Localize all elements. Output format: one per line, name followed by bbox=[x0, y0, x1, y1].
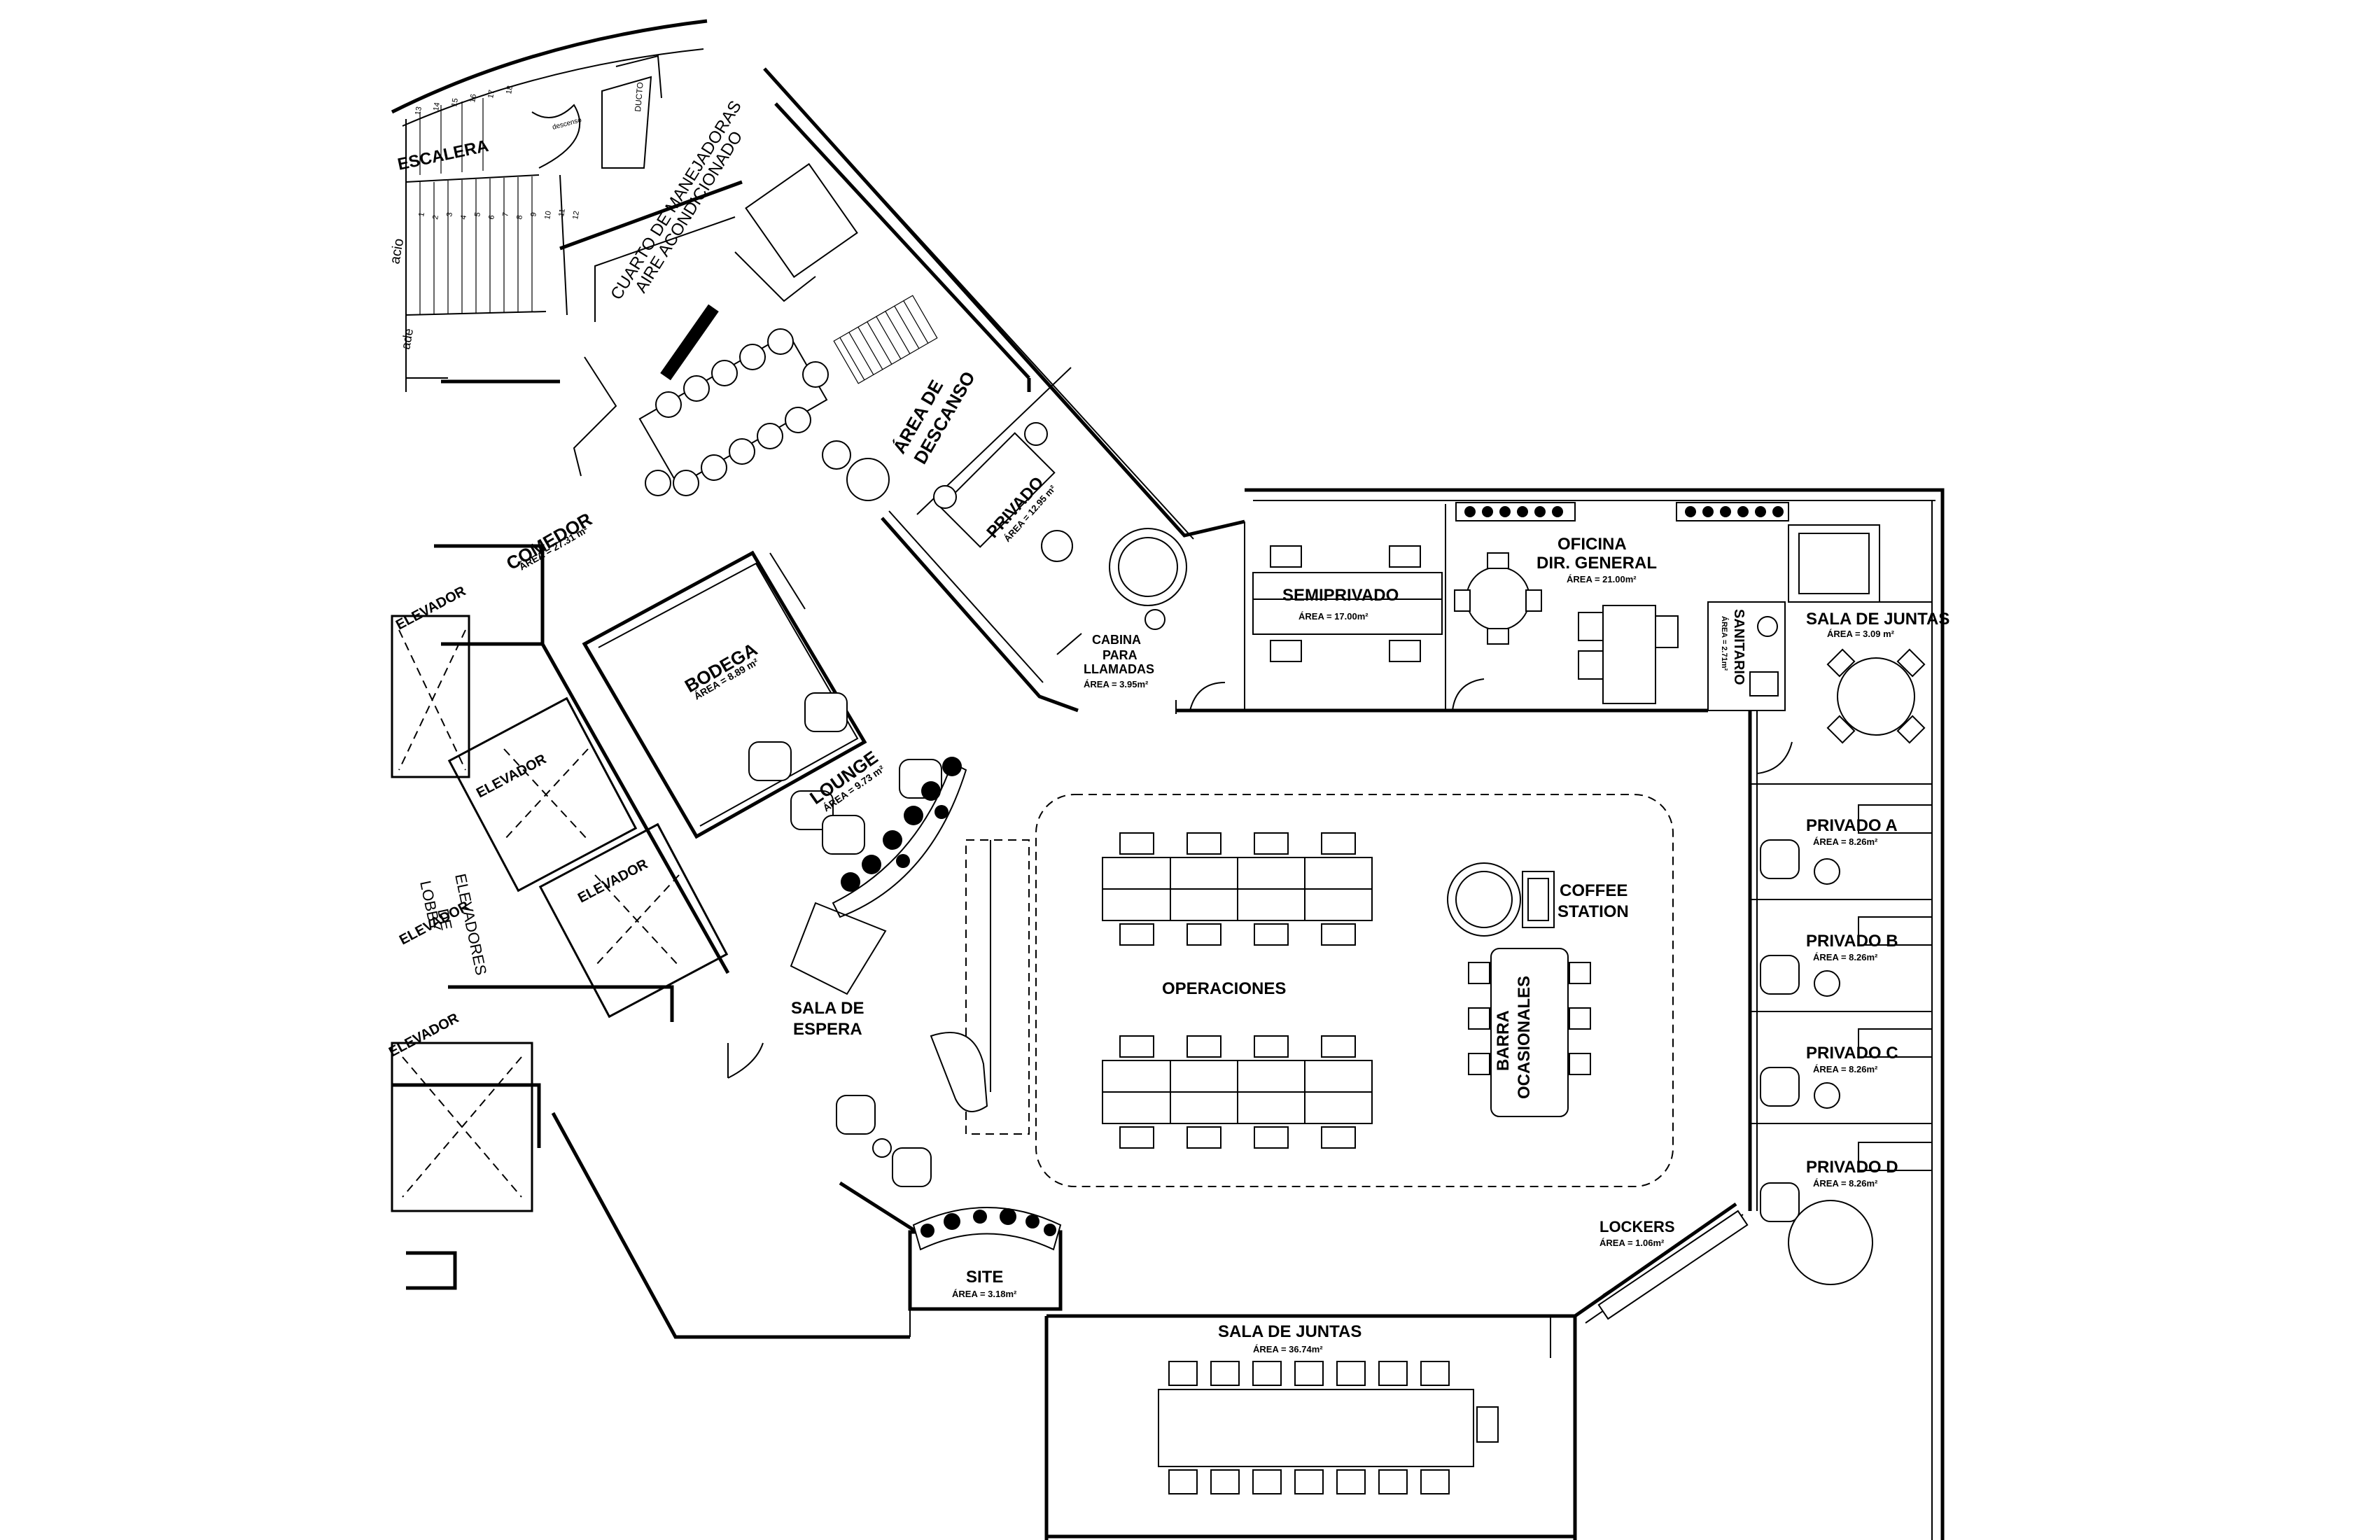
lobby-label-3: ELEVADORES bbox=[451, 872, 490, 977]
small-meeting-room: SALA DE JUNTAS ÁREA = 3.09 m² bbox=[1788, 524, 1949, 744]
site-area: ÁREA = 3.18m² bbox=[952, 1289, 1017, 1299]
stair-step-number: 15 bbox=[450, 97, 460, 107]
cabina-label-2: PARA bbox=[1102, 648, 1138, 662]
semiprivado-area: ÁREA = 17.00m² bbox=[1298, 611, 1368, 622]
stair-step-number: 9 bbox=[529, 211, 538, 217]
elevador-label-2: ELEVADOR bbox=[474, 751, 550, 801]
lounge: LOUNGE ÁREA = 9.73 m² bbox=[748, 692, 967, 918]
stair-label: ESCALERA bbox=[396, 136, 491, 174]
call-booth: CABINA PARA LLAMADAS ÁREA = 3.95m² bbox=[1056, 528, 1187, 690]
stair-step-number: 14 bbox=[432, 102, 442, 111]
privado-d-area: ÁREA = 8.26m² bbox=[1813, 1178, 1878, 1189]
sala-juntas-big-area: ÁREA = 36.74m² bbox=[1253, 1344, 1323, 1354]
coffee-label-1: COFFEE bbox=[1560, 881, 1628, 900]
stair-step-number: 11 bbox=[557, 208, 567, 217]
stair-step-number: 13 bbox=[414, 106, 424, 115]
oficina-area: ÁREA = 21.00m² bbox=[1567, 574, 1637, 584]
sala-juntas-big-label: SALA DE JUNTAS bbox=[1218, 1322, 1362, 1341]
stair-step-number: 2 bbox=[431, 214, 440, 220]
cabina-label-1: CABINA bbox=[1092, 633, 1141, 647]
privado-a-label: PRIVADO A bbox=[1806, 816, 1898, 835]
privado-a-area: ÁREA = 8.26m² bbox=[1813, 836, 1878, 847]
lobby-label-2: DE bbox=[434, 907, 456, 932]
cabina-label-3: LLAMADAS bbox=[1084, 662, 1154, 676]
stair-fragment-descenso: descenso bbox=[552, 116, 583, 132]
site-label: SITE bbox=[966, 1268, 1003, 1287]
privado-d-label: PRIVADO D bbox=[1806, 1158, 1898, 1177]
stair-fragment-ade: ade bbox=[398, 328, 416, 351]
stair-step-number: 1 bbox=[417, 211, 426, 217]
stair-step-number: 18 bbox=[505, 85, 514, 94]
duct-label: DUCTO bbox=[633, 82, 645, 113]
privado-b-label: PRIVADO B bbox=[1806, 932, 1898, 951]
oficina-label-2: DIR. GENERAL bbox=[1536, 554, 1657, 573]
semiprivado-label: SEMIPRIVADO bbox=[1282, 586, 1399, 605]
sanitario-area: ÁREA = 2.71m² bbox=[1720, 616, 1729, 671]
stair-step-number: 3 bbox=[445, 211, 454, 217]
barra-label-2: OCASIONALES bbox=[1515, 976, 1534, 1099]
hvac-room-label-2: AIRE ACONDICIONADO bbox=[631, 128, 746, 296]
lockers-area: ÁREA = 1.06m² bbox=[1600, 1238, 1665, 1248]
lockers-label: LOCKERS bbox=[1600, 1218, 1675, 1236]
private-office-north: PRIVADO ÁREA = 12.95 m² bbox=[881, 422, 1079, 713]
barra-label-1: BARRA bbox=[1494, 1010, 1513, 1071]
dining-area: COMEDOR ÁREA = 27.31 m² bbox=[503, 304, 890, 574]
oficina-label-1: OFICINA bbox=[1558, 535, 1627, 554]
stair-step-number: 6 bbox=[487, 214, 496, 220]
sala-espera-label-2: ESPERA bbox=[793, 1020, 862, 1039]
privado-b-area: ÁREA = 8.26m² bbox=[1813, 952, 1878, 962]
stair-step-number: 16 bbox=[468, 93, 478, 103]
coffee-and-bar: COFFEE STATION BARRA OCASIONALES bbox=[1447, 862, 1629, 1117]
elevador-label-3: ELEVADOR bbox=[575, 856, 651, 906]
coffee-label-2: STATION bbox=[1558, 902, 1629, 921]
stair-step-number: 8 bbox=[515, 214, 524, 220]
semiprivate-office: SEMIPRIVADO ÁREA = 17.00m² bbox=[1175, 504, 1446, 714]
elevador-label-4: ELEVADOR bbox=[386, 1010, 462, 1060]
stair-step-number: 7 bbox=[501, 211, 510, 217]
stair-fragment-acio: acio bbox=[387, 237, 407, 265]
lockers: LOCKERS ÁREA = 1.06m² bbox=[1597, 1210, 1749, 1320]
hvac-room-label-1: CUARTO DE MANEJADORAS bbox=[607, 97, 746, 303]
sala-juntas-small-label: SALA DE JUNTAS bbox=[1806, 610, 1949, 629]
private-offices-east: PRIVADO A ÁREA = 8.26m² PRIVADO B ÁREA =… bbox=[1748, 710, 1933, 1285]
large-meeting-room: SALA DE JUNTAS ÁREA = 36.74m² bbox=[1158, 1322, 1499, 1494]
stair-step-number: 17 bbox=[486, 89, 496, 99]
stair: ESCALERA acio ade descenso DUCTO bbox=[387, 55, 662, 392]
site-room: SITE ÁREA = 3.18m² bbox=[908, 1207, 1063, 1311]
elevador-label-1: ELEVADOR bbox=[393, 583, 469, 633]
comedor-label: COMEDOR bbox=[503, 508, 596, 574]
exterior-walls bbox=[391, 19, 1945, 1540]
sala-juntas-small-area: ÁREA = 3.09 m² bbox=[1827, 629, 1895, 639]
sanitario-label: SANITARIO bbox=[1731, 609, 1746, 685]
stair-step-number: 4 bbox=[459, 214, 468, 220]
privado-c-area: ÁREA = 8.26m² bbox=[1813, 1064, 1878, 1074]
stair-step-number: 10 bbox=[543, 210, 553, 220]
hvac-room: CUARTO DE MANEJADORAS AIRE ACONDICIONADO bbox=[559, 97, 858, 322]
sala-espera-label-1: SALA DE bbox=[791, 999, 864, 1018]
privado-c-label: PRIVADO C bbox=[1806, 1044, 1898, 1063]
stair-step-number: 12 bbox=[571, 210, 581, 220]
director-office: OFICINA DIR. GENERAL ÁREA = 21.00m² bbox=[1446, 502, 1789, 713]
stair-step-number: 5 bbox=[473, 211, 482, 217]
cabina-area: ÁREA = 3.95m² bbox=[1084, 679, 1149, 690]
operaciones-label: OPERACIONES bbox=[1162, 979, 1286, 998]
waiting-area: SALA DE ESPERA bbox=[790, 839, 1030, 1187]
operations-area: OPERACIONES bbox=[1035, 794, 1674, 1187]
doors bbox=[727, 678, 1793, 1358]
restroom: SANITARIO ÁREA = 2.71m² bbox=[1707, 601, 1786, 711]
